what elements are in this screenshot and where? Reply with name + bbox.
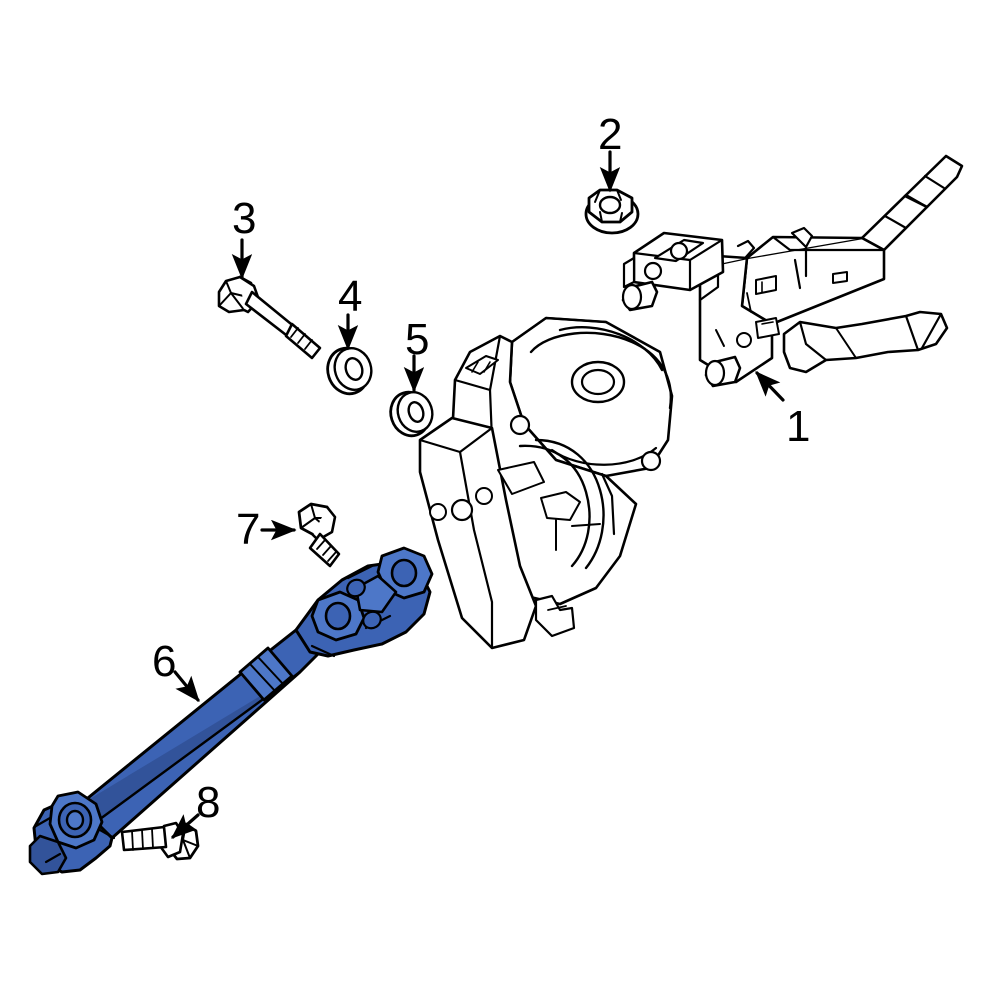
callout-label-8[interactable]: 8: [196, 778, 221, 827]
part-column-mounting-nut[interactable]: [584, 188, 640, 235]
arrow-callout-6: [173, 670, 200, 702]
column-upper-mounting-bracket: [622, 231, 725, 292]
callout-label-4[interactable]: 4: [338, 272, 363, 321]
column-upper-splined-shaft: [860, 154, 964, 252]
callout-label-1[interactable]: 1: [786, 402, 811, 451]
column-jacket: [698, 239, 780, 384]
part-intermediate-steering-shaft[interactable]: [28, 546, 434, 876]
eps-motor-housing: [508, 316, 674, 489]
column-upper-tube: [740, 226, 886, 326]
shaft-lower-universal-joint: [28, 790, 116, 876]
callout-label-3[interactable]: 3: [232, 194, 257, 243]
callout-label-6[interactable]: 6: [152, 637, 177, 686]
shaft-upper-universal-joint: [294, 546, 434, 658]
part-lower-column-bushing[interactable]: [385, 387, 437, 441]
tilt-release-lever[interactable]: [782, 310, 949, 374]
callout-arrows: [171, 150, 785, 839]
callout-label-2[interactable]: 2: [598, 110, 623, 159]
part-upper-joint-pinch-bolt[interactable]: [297, 502, 341, 568]
part-steering-column-assembly[interactable]: [418, 154, 964, 650]
column-pivot-boss-lower: [704, 355, 742, 388]
callout-label-7[interactable]: 7: [236, 505, 261, 554]
column-floor-bracket: [418, 416, 576, 650]
arrow-callout-1: [755, 371, 785, 402]
callout-label-5[interactable]: 5: [405, 315, 430, 364]
part-lower-joint-pinch-bolt[interactable]: [120, 821, 200, 861]
part-upper-column-bushing[interactable]: [322, 343, 377, 399]
column-pivot-boss-upper: [621, 280, 659, 312]
arrow-callout-8: [171, 813, 200, 839]
part-column-mounting-bolt[interactable]: [217, 275, 322, 360]
